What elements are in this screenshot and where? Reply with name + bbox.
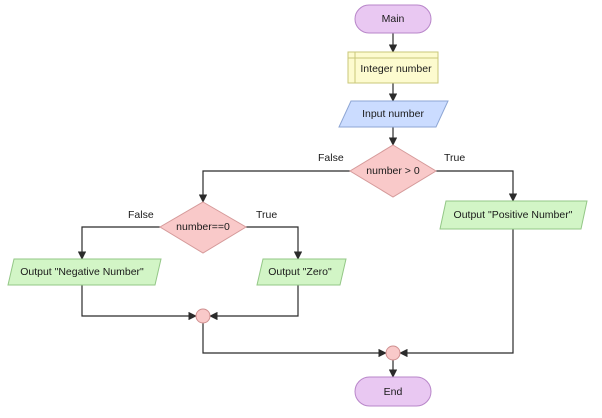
decision-main-label: number > 0	[366, 165, 420, 177]
decision-zero-label: number==0	[176, 221, 230, 233]
output-negative[interactable]: Output "Negative Number"	[7, 258, 162, 286]
edge-negative-to-merge	[81, 285, 197, 321]
output-negative-label: Output "Negative Number"	[20, 266, 144, 278]
edge-merge-inner-to-merge-outer	[202, 323, 387, 358]
input-block-label: Input number	[362, 108, 424, 120]
decision-main[interactable]: number > 0	[349, 144, 437, 198]
decision-zero[interactable]: number==0	[159, 201, 247, 254]
merge-connector-inner[interactable]	[195, 308, 211, 324]
output-zero-shape	[256, 258, 347, 286]
end-terminal-shape	[354, 376, 432, 407]
start-terminal[interactable]: Main	[354, 4, 432, 34]
label-main-false: False	[318, 152, 344, 164]
label-main-true: True	[444, 152, 465, 164]
edge-labels: False True False True	[128, 152, 465, 221]
decision-main-shape	[349, 144, 437, 198]
decision-zero-shape	[159, 201, 247, 254]
output-zero[interactable]: Output "Zero"	[256, 258, 347, 286]
declare-block-label: Integer number	[360, 63, 432, 75]
label-zero-true: True	[256, 209, 277, 221]
merge-connector-outer[interactable]	[385, 345, 401, 361]
output-positive[interactable]: Output "Positive Number"	[439, 200, 588, 230]
output-negative-shape	[7, 258, 162, 286]
edge-decision-main-false	[198, 170, 350, 203]
output-positive-label: Output "Positive Number"	[454, 209, 573, 221]
edge-decision-main-true	[436, 170, 518, 202]
label-zero-false: False	[128, 209, 154, 221]
edge-decision-zero-false	[77, 226, 160, 260]
edge-positive-to-merge-outer	[399, 229, 514, 358]
input-block-shape	[338, 100, 449, 128]
output-positive-shape	[439, 200, 588, 230]
start-terminal-label: Main	[382, 13, 405, 25]
edge-decision-zero-true	[246, 226, 303, 260]
output-zero-label: Output "Zero"	[268, 266, 332, 278]
flow-edges	[77, 33, 518, 378]
end-terminal[interactable]: End	[354, 376, 432, 407]
declare-block[interactable]: Integer number	[347, 51, 439, 84]
end-terminal-label: End	[384, 386, 403, 398]
edge-zero-to-merge	[209, 285, 299, 321]
input-block[interactable]: Input number	[338, 100, 449, 128]
start-terminal-shape	[354, 4, 432, 34]
declare-block-shape	[347, 51, 439, 84]
